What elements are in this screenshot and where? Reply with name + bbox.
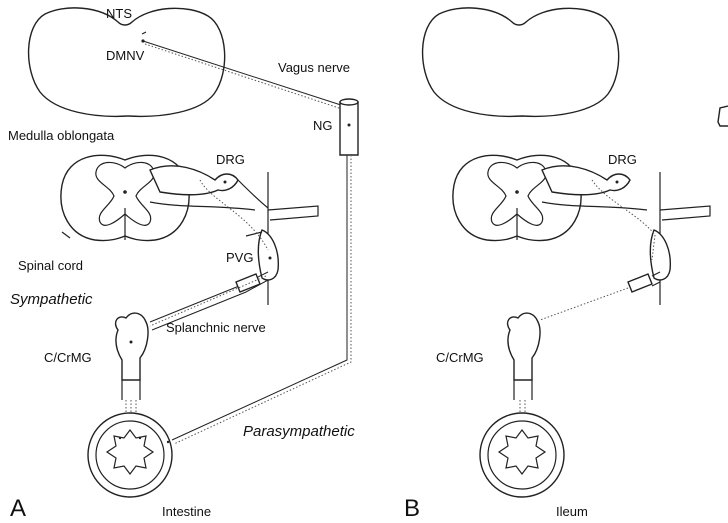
nodose-ganglion-partial — [718, 106, 728, 126]
splanchnic-nerve-label: Splanchnic nerve — [166, 320, 266, 335]
celiac-ganglion-a — [116, 313, 148, 400]
ng-label: NG — [313, 118, 333, 133]
panel-b-letter: B — [404, 495, 420, 522]
panel-a-letter: A — [10, 495, 26, 522]
nodose-ganglion — [340, 99, 358, 155]
panel-a: NTS DMNV Vagus nerve NG Medulla oblongat… — [8, 6, 358, 522]
intestine-section — [88, 413, 172, 497]
dmnv-label: DMNV — [106, 48, 145, 63]
spinal-cord-label: Spinal cord — [18, 258, 83, 273]
sympathetic-label: Sympathetic — [10, 291, 93, 308]
celiac-ganglion-b — [508, 313, 540, 400]
parasympathetic-label: Parasympathetic — [243, 423, 355, 440]
ileum-section — [480, 413, 564, 497]
vagus-nerve-label: Vagus nerve — [278, 60, 350, 75]
panel-b: DRG C/CrMG Ileum B — [404, 8, 728, 522]
medulla-label: Medulla oblongata — [8, 128, 115, 143]
drg-b — [542, 166, 710, 305]
vagal-fiber-to-intestine — [172, 155, 347, 440]
nts-label: NTS — [106, 6, 132, 21]
medulla-oblongata-shape-b — [423, 8, 619, 116]
intestine-label: Intestine — [162, 504, 211, 519]
ccrmg-label-a: C/CrMG — [44, 350, 92, 365]
splanchnic-nerve-b — [540, 272, 660, 320]
ileum-label: Ileum — [556, 504, 588, 519]
drg-label-a: DRG — [216, 152, 245, 167]
drg-label-b: DRG — [608, 152, 637, 167]
pvg-label: PVG — [226, 250, 253, 265]
ccrmg-label-b: C/CrMG — [436, 350, 484, 365]
